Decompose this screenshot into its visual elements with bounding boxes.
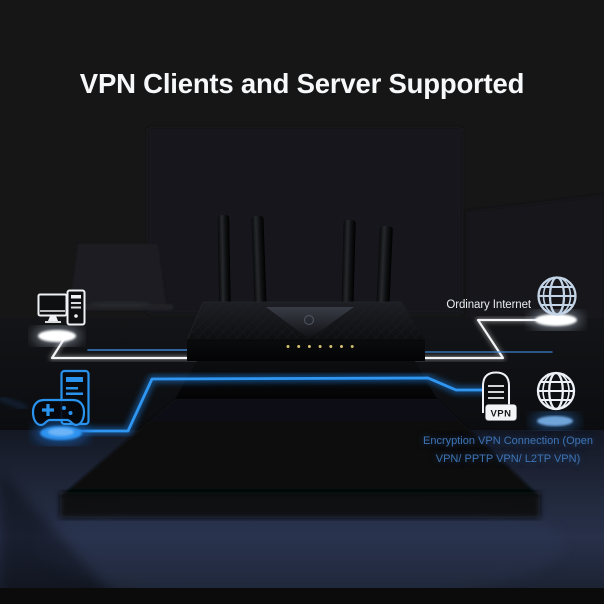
vpn-caption-line1: Encryption VPN Connection (Open xyxy=(423,435,593,447)
laptop-silhouette xyxy=(63,244,173,310)
vpn-connection-line xyxy=(75,374,491,435)
antenna-icon xyxy=(251,215,267,311)
antenna-icon xyxy=(341,219,356,317)
router-body xyxy=(186,301,425,361)
ordinary-internet-label: Ordinary Internet xyxy=(446,299,531,311)
router-antennas xyxy=(217,214,393,317)
gamepad-icon xyxy=(31,398,86,427)
ordinary-internet-line xyxy=(49,317,550,361)
antenna-icon xyxy=(217,214,231,316)
vpn-caption-line2: VPN/ PPTP VPN/ L2TP VPN) xyxy=(435,453,581,465)
vpn-badge-label: VPN xyxy=(490,409,511,420)
globe-icon xyxy=(537,276,577,316)
blue-puck xyxy=(537,416,573,426)
white-puck xyxy=(38,330,76,342)
router-platform xyxy=(60,399,540,497)
gloss-panel xyxy=(266,307,354,339)
antenna-icon xyxy=(376,225,393,317)
tv-silhouette xyxy=(148,128,462,314)
glow-pucks xyxy=(33,311,582,444)
blue-light-streaks xyxy=(0,347,555,410)
right-furniture-silhouette xyxy=(468,196,604,334)
page-title: VPN Clients and Server Supported xyxy=(79,68,525,99)
vpn-badge xyxy=(485,404,517,421)
router xyxy=(60,214,540,518)
white-puck xyxy=(535,314,577,326)
vpn-server-icon: VPN xyxy=(482,371,517,421)
vpn-connection-caption: Encryption VPN Connection (Open VPN/ PPT… xyxy=(400,432,604,468)
router-leds xyxy=(286,345,354,348)
bottom-strip xyxy=(0,588,604,604)
game-console-icon xyxy=(31,369,90,427)
brand-logo-icon xyxy=(303,314,315,326)
globe-icon xyxy=(536,371,576,411)
desktop-computer-icon xyxy=(37,289,86,326)
